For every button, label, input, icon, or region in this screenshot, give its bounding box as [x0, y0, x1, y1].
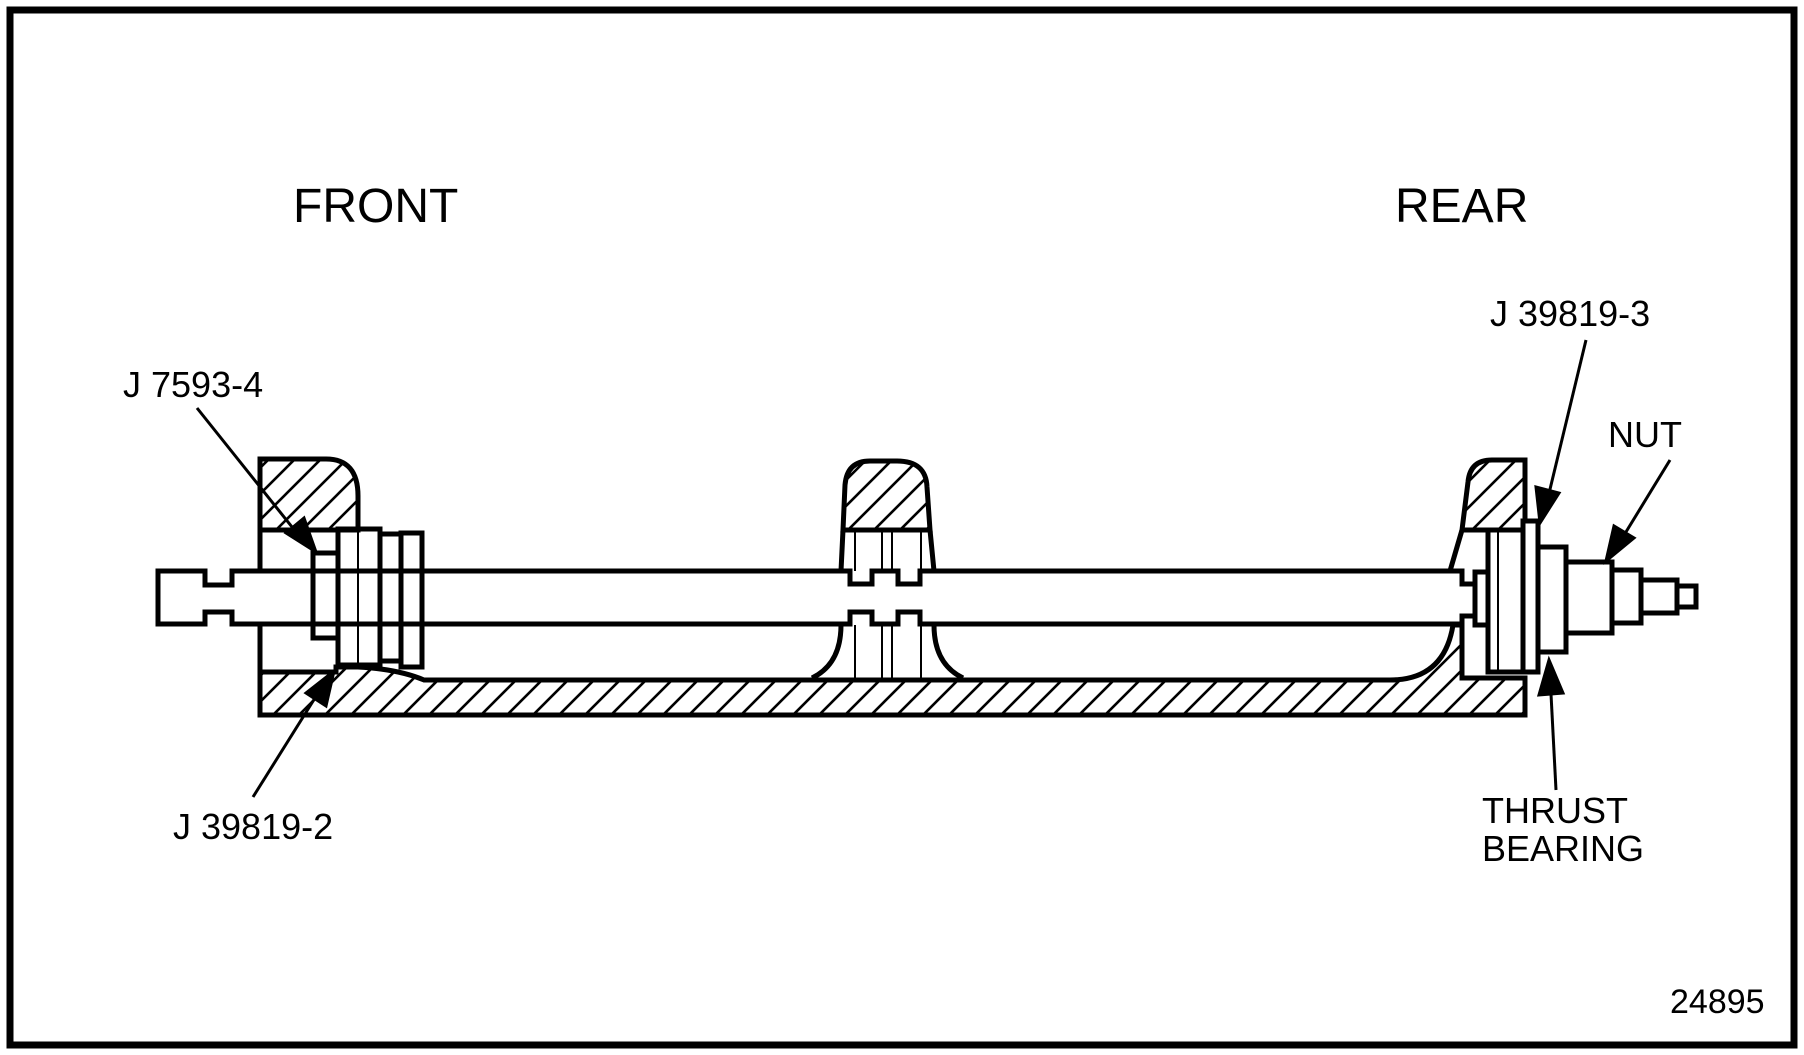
callout-j7593-4: J 7593-4: [123, 364, 263, 405]
nut-step-2: [1563, 559, 1615, 636]
arrowhead-j7593-4: [283, 515, 319, 556]
shaft: [155, 568, 1483, 627]
arrowhead-thrust-bearing: [1536, 655, 1566, 697]
leader-lines: [195, 339, 1672, 798]
front-bearing-ring: [398, 530, 425, 670]
support-split-lines: [854, 530, 922, 679]
center-support-cap: [840, 458, 933, 533]
arrowhead-j39819-3: [1534, 484, 1562, 528]
arrowhead-j39819-2: [303, 667, 337, 709]
housing-front-wall: [257, 456, 361, 533]
housing-rear-wall: [1459, 457, 1528, 533]
rear-tool-stack: [1472, 518, 1699, 675]
leader-thrust-bearing: [1549, 693, 1558, 791]
leader-j39819-3: [1543, 339, 1588, 511]
callout-j39819-3: J 39819-3: [1490, 293, 1650, 334]
front-label: FRONT: [293, 180, 458, 233]
arrowhead-nut: [1603, 523, 1637, 565]
front-tool-stack: [310, 526, 425, 670]
callout-nut: NUT: [1608, 414, 1682, 455]
rear-pilot-sleeve: [1485, 527, 1526, 675]
center-support-upper-body: [838, 529, 937, 572]
nut-step-1: [1535, 544, 1569, 655]
callout-thrust-bearing-line1: THRUST: [1482, 790, 1628, 831]
housing-section: [257, 456, 1528, 718]
leader-j39819-2: [251, 689, 322, 798]
rear-label: REAR: [1395, 180, 1528, 233]
callout-j39819-2: J 39819-2: [173, 806, 333, 847]
shaft-tip: [1674, 583, 1699, 610]
center-support-lower-body: [810, 624, 965, 681]
leader-j7593-4: [195, 407, 302, 538]
figure-number: 24895: [1670, 983, 1765, 1021]
shaft-step-2: [1638, 577, 1680, 616]
leader-nut: [1616, 459, 1672, 546]
callout-thrust-bearing-line2: BEARING: [1482, 828, 1644, 869]
housing-rear-taper-edge: [1447, 529, 1465, 572]
shaft-step-1: [1609, 567, 1644, 626]
